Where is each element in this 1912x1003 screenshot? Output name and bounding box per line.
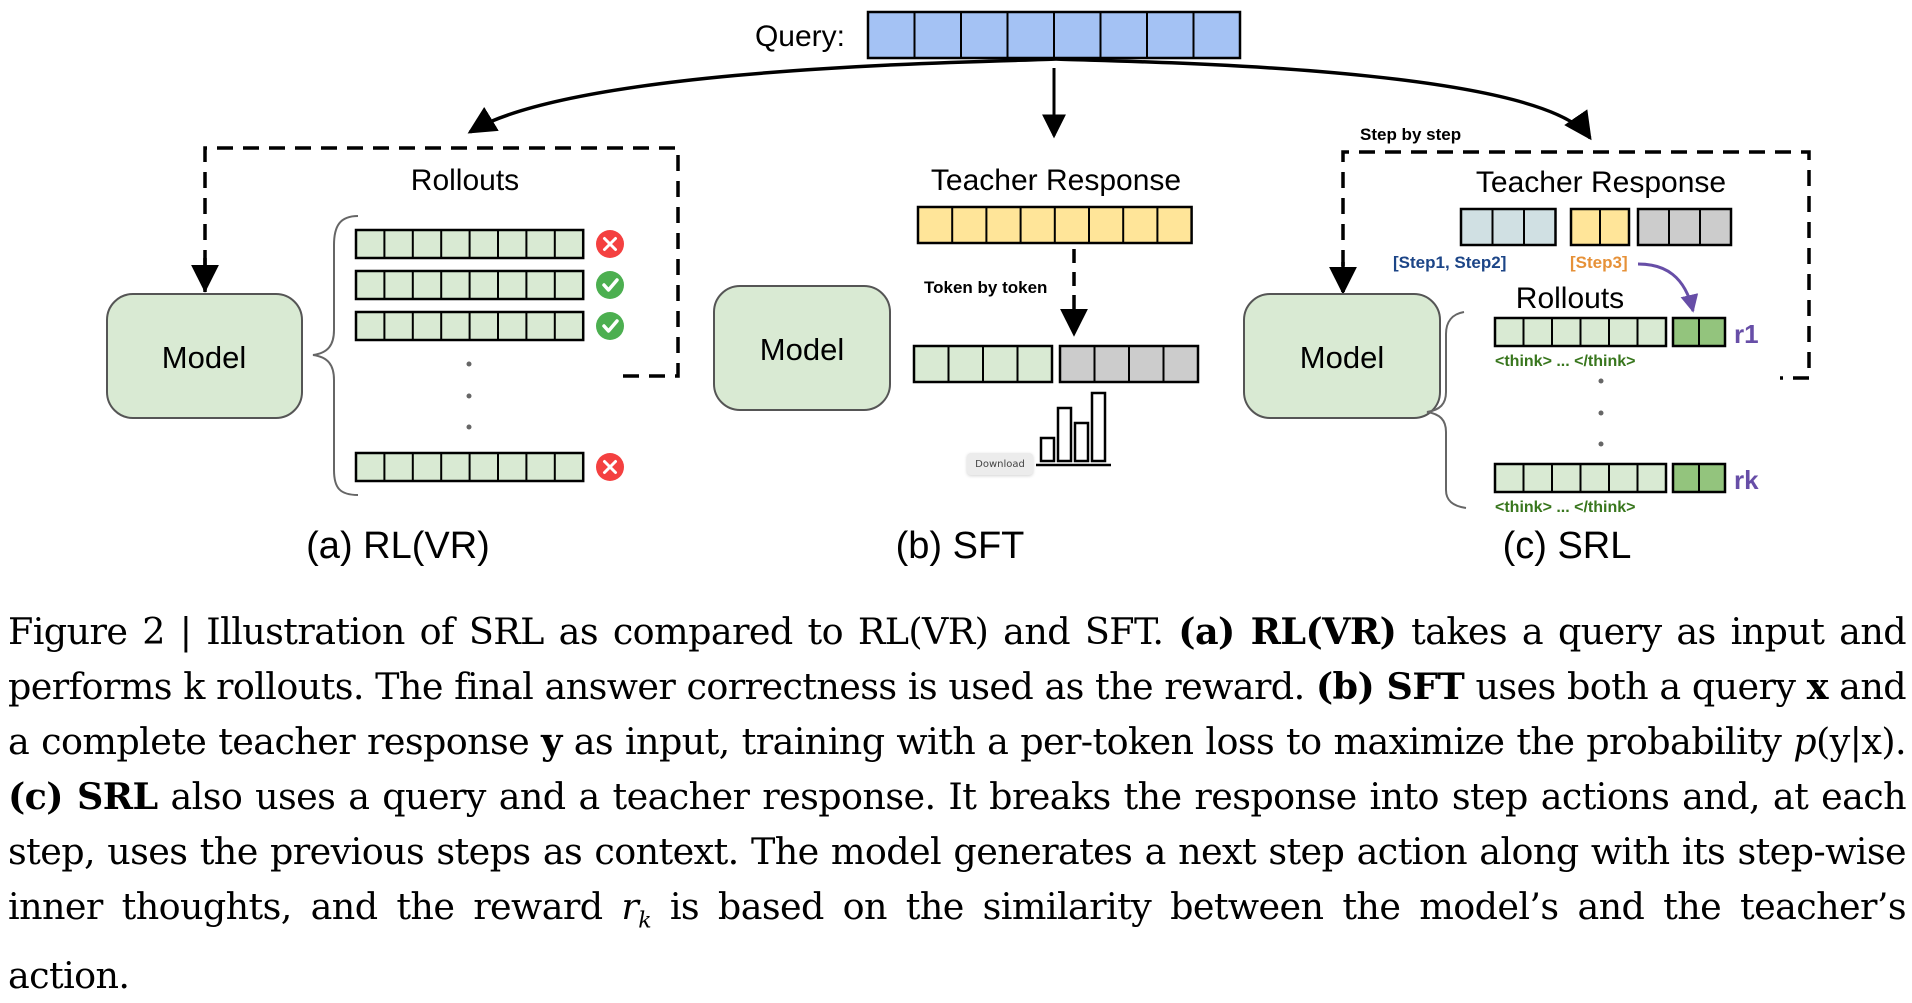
srl-rollout-row: r1 <think> ... </think> (1493, 316, 1759, 370)
rollout-tokens (354, 228, 585, 260)
math-r: r (621, 885, 639, 928)
ellipsis-dot (466, 393, 472, 399)
figure-caption: Figure 2 | Illustration of SRL as compar… (8, 604, 1907, 1003)
caption-text: also uses a query and a teacher response… (8, 775, 1907, 928)
caption-tag-c: (c) SRL (8, 775, 158, 818)
srl-rollout-row: rk <think> ... </think> (1493, 462, 1759, 516)
panel-rl-vr: Model Rollouts (a) RL(VR) (106, 146, 680, 567)
rollouts-brace (312, 215, 359, 496)
generated-token-bar (912, 344, 1054, 384)
context-step-tokens (1459, 207, 1557, 247)
step-by-step-label: Step by step (1360, 125, 1461, 144)
teacher-response-label: Teacher Response (931, 164, 1181, 197)
ellipsis-dot (1598, 410, 1604, 416)
download-button[interactable]: Download (967, 453, 1033, 475)
query-label: Query: (755, 20, 845, 53)
model-box (713, 285, 891, 411)
query-token-bar (866, 10, 1242, 60)
math-subscript-k: k (638, 908, 651, 934)
reward-label: rk (1734, 465, 1759, 495)
bar-chart-icon (1036, 391, 1111, 467)
teacher-token-bar (916, 205, 1193, 245)
model-label: Model (162, 340, 246, 375)
future-step-tokens (1636, 207, 1733, 247)
ellipsis-dot (466, 361, 472, 367)
check-icon (596, 271, 624, 299)
check-icon (596, 312, 624, 340)
caption-tag-b: (b) SFT (1315, 665, 1465, 708)
model-box (1243, 293, 1441, 419)
panel-a-caption: (a) RL(VR) (306, 525, 490, 567)
action-tokens (1671, 462, 1727, 494)
model-label: Model (1300, 340, 1384, 375)
teacher-response-label: Teacher Response (1476, 166, 1726, 199)
feedback-loop-dashed (203, 146, 680, 378)
rollout-list: r1 <think> ... </think> rk <think> ... </th… (1493, 316, 1759, 516)
math-p: p (1793, 720, 1817, 763)
srl-illustration-figure: Query: Model Rollouts (a) RL(VR) Model T… (106, 10, 1811, 567)
ellipsis-dot (466, 424, 472, 430)
rollout-tokens (354, 451, 585, 483)
token-by-token-label: Token by token (924, 278, 1047, 297)
rollout-row (354, 269, 624, 301)
generated-tokens (912, 344, 1054, 384)
panel-srl: Step by step Model Teacher Response [Ste… (1243, 125, 1811, 567)
rollout-row (354, 310, 624, 342)
query-to-srl-arrow (1055, 57, 1592, 141)
rollout-list (354, 228, 624, 483)
caption-text: and a complete teacher response (8, 665, 1907, 763)
panel-b-caption: (b) SFT (896, 525, 1025, 567)
think-tokens (1493, 316, 1668, 348)
teacher-step-token-bar (1459, 207, 1733, 247)
model-label: Model (760, 332, 844, 367)
pending-tokens (1058, 344, 1200, 384)
caption-text: as input, training with a per-token loss… (561, 720, 1794, 763)
caption-text: . (1895, 720, 1907, 763)
panel-sft: Model Teacher Response Token by token (b… (713, 164, 1200, 567)
rollouts-brace (1426, 311, 1467, 509)
think-label: <think> ... </think> (1495, 499, 1635, 516)
action-tokens (1671, 316, 1727, 348)
caption-prefix: Figure 2 | Illustration of SRL as compar… (8, 610, 1179, 653)
target-step-label: [Step3] (1570, 253, 1628, 272)
caption-tag-a: (a) RL(VR) (1178, 610, 1397, 653)
math-args: (y|x) (1816, 720, 1896, 763)
panel-c-caption: (c) SRL (1503, 525, 1632, 567)
query-tokens (866, 10, 1242, 60)
target-step-tokens (1569, 207, 1631, 247)
caption-text: uses both a query (1464, 665, 1807, 708)
caption-text-a: takes a query as input and performs k ro… (8, 610, 1907, 708)
feedback-loop-dashed (1341, 150, 1811, 380)
think-tokens (1493, 462, 1668, 494)
rollout-row (354, 451, 624, 483)
ellipsis-dot (1598, 378, 1604, 384)
model-box (106, 293, 303, 419)
teacher-tokens (916, 205, 1193, 245)
rollouts-label: Rollouts (411, 164, 519, 197)
step-to-reward-arrow (1637, 262, 1699, 313)
reward-label: r1 (1734, 319, 1759, 349)
pending-token-bar (1058, 344, 1200, 384)
context-steps-label: [Step1, Step2] (1393, 253, 1506, 272)
math-x: x (1806, 665, 1829, 708)
rollout-tokens (354, 310, 585, 342)
rollout-row (354, 228, 624, 260)
query-to-rl-arrow (467, 57, 1057, 134)
ellipsis-dot (1598, 441, 1604, 447)
math-y: y (541, 720, 562, 763)
think-label: <think> ... </think> (1495, 353, 1635, 370)
rollouts-label: Rollouts (1516, 282, 1624, 315)
rollout-tokens (354, 269, 585, 301)
x-icon (596, 230, 624, 258)
x-icon (596, 453, 624, 481)
